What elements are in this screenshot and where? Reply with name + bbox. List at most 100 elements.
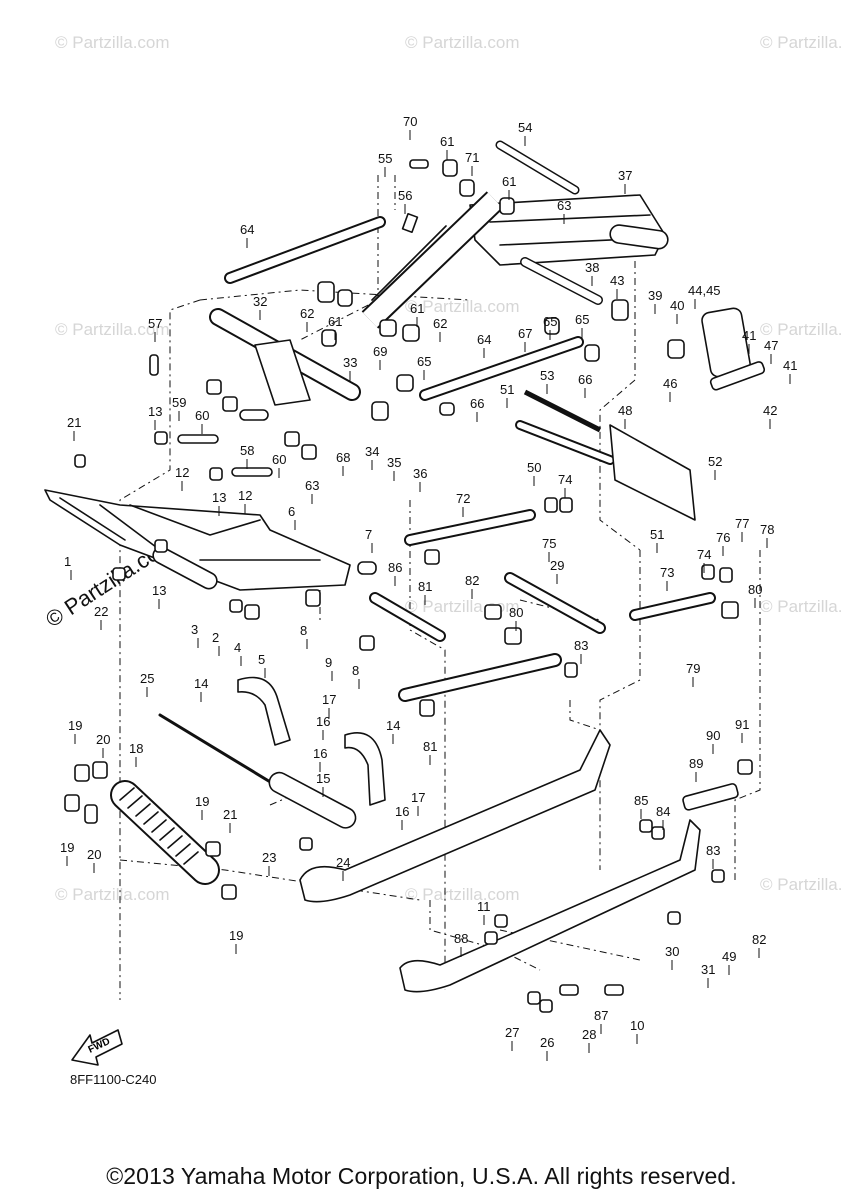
callout: 29 [550, 558, 564, 573]
callout: 41 [783, 358, 797, 373]
callout: 58 [240, 443, 254, 458]
callout-numbers: 70 61 71 54 55 56 61 63 37 64 62 61 32 5… [60, 114, 797, 1050]
callout: 6 [288, 504, 295, 519]
callout: 55 [378, 151, 392, 166]
watermark: © Partzilla.com [55, 885, 170, 904]
callout: 50 [527, 460, 541, 475]
callout: 85 [634, 793, 648, 808]
callout: 51 [650, 527, 664, 542]
callout: 15 [316, 771, 330, 786]
callout: 8 [300, 623, 307, 638]
callout: 17 [411, 790, 425, 805]
callout: 83 [706, 843, 720, 858]
callout: 39 [648, 288, 662, 303]
watermark: © Partzilla.com [405, 33, 520, 52]
callout: 53 [540, 368, 554, 383]
callout: 22 [94, 604, 108, 619]
callout: 34 [365, 444, 379, 459]
hardware-parts [64, 159, 766, 1013]
fwd-arrow-icon: FWD [71, 1029, 123, 1066]
callout: 32 [253, 294, 267, 309]
callout: 65 [417, 354, 431, 369]
callout: 17 [322, 692, 336, 707]
watermark: © Partzilla.com [55, 33, 170, 52]
watermark: © Partzilla.com [760, 33, 843, 52]
callout: 52 [708, 454, 722, 469]
callout: 78 [760, 522, 774, 537]
callout: 35 [387, 455, 401, 470]
cross-shafts [369, 389, 716, 702]
callout: 7 [365, 527, 372, 542]
callout: 13 [152, 583, 166, 598]
callout: 84 [656, 804, 670, 819]
callout: 9 [325, 655, 332, 670]
callout: 33 [343, 355, 357, 370]
callout: 64 [240, 222, 254, 237]
watermark: © Partzilla.com [405, 597, 520, 616]
rear-arm-assembly [469, 140, 669, 305]
callout: 24 [336, 855, 350, 870]
callout: 16 [316, 714, 330, 729]
copyright-notice: ©2013 Yamaha Motor Corporation, U.S.A. A… [106, 1163, 737, 1189]
callout: 12 [238, 488, 252, 503]
callout: 37 [618, 168, 632, 183]
callout: 74 [697, 547, 711, 562]
front-arm [209, 308, 361, 406]
callout: 16 [313, 746, 327, 761]
callout: 77 [735, 516, 749, 531]
callout: 28 [582, 1027, 596, 1042]
callout: 65 [575, 312, 589, 327]
callout: 27 [505, 1025, 519, 1040]
callout: 23 [262, 850, 276, 865]
callout: 57 [148, 316, 162, 331]
callout: 46 [663, 376, 677, 391]
callout: 19 [195, 794, 209, 809]
callout: 60 [195, 408, 209, 423]
callout: 81 [423, 739, 437, 754]
callout: 71 [465, 150, 479, 165]
callout: 60 [272, 452, 286, 467]
callout: 61 [502, 174, 516, 189]
leader-lines [66, 130, 791, 1061]
callout: 59 [172, 395, 186, 410]
callout: 79 [686, 661, 700, 676]
watermark: © Partzilla.com [405, 885, 520, 904]
callout: 68 [336, 450, 350, 465]
callout: 65 [543, 314, 557, 329]
callout: 51 [500, 382, 514, 397]
callout: 30 [665, 944, 679, 959]
callout: 10 [630, 1018, 644, 1033]
callout: 74 [558, 472, 572, 487]
callout: 80 [748, 582, 762, 597]
callout: 2 [212, 630, 219, 645]
callout: 19 [60, 840, 74, 855]
callout: 66 [470, 396, 484, 411]
callout: 91 [735, 717, 749, 732]
callout: 14 [386, 718, 400, 733]
callout: 47 [764, 338, 778, 353]
callout: 48 [618, 403, 632, 418]
callout: 3 [191, 622, 198, 637]
watermark: © Partzilla.com [55, 320, 170, 339]
callout: 88 [454, 931, 468, 946]
callout: 21 [67, 415, 81, 430]
callout: 63 [305, 478, 319, 493]
callout: 61 [328, 314, 342, 329]
diagram-code: 8FF1100-C240 [70, 1072, 157, 1087]
callout: 31 [701, 962, 715, 977]
callout: 13 [148, 404, 162, 419]
callout: 40 [670, 298, 684, 313]
callout: 25 [140, 671, 154, 686]
callout: 82 [752, 932, 766, 947]
callout: 86 [388, 560, 402, 575]
callout: 87 [594, 1008, 608, 1023]
front-frame [44, 489, 351, 591]
callout: 44,45 [688, 283, 721, 298]
callout: 72 [456, 491, 470, 506]
callout: 19 [68, 718, 82, 733]
callout: 61 [440, 134, 454, 149]
callout: 63 [557, 198, 571, 213]
callout: 20 [87, 847, 101, 862]
callout: 61 [410, 301, 424, 316]
